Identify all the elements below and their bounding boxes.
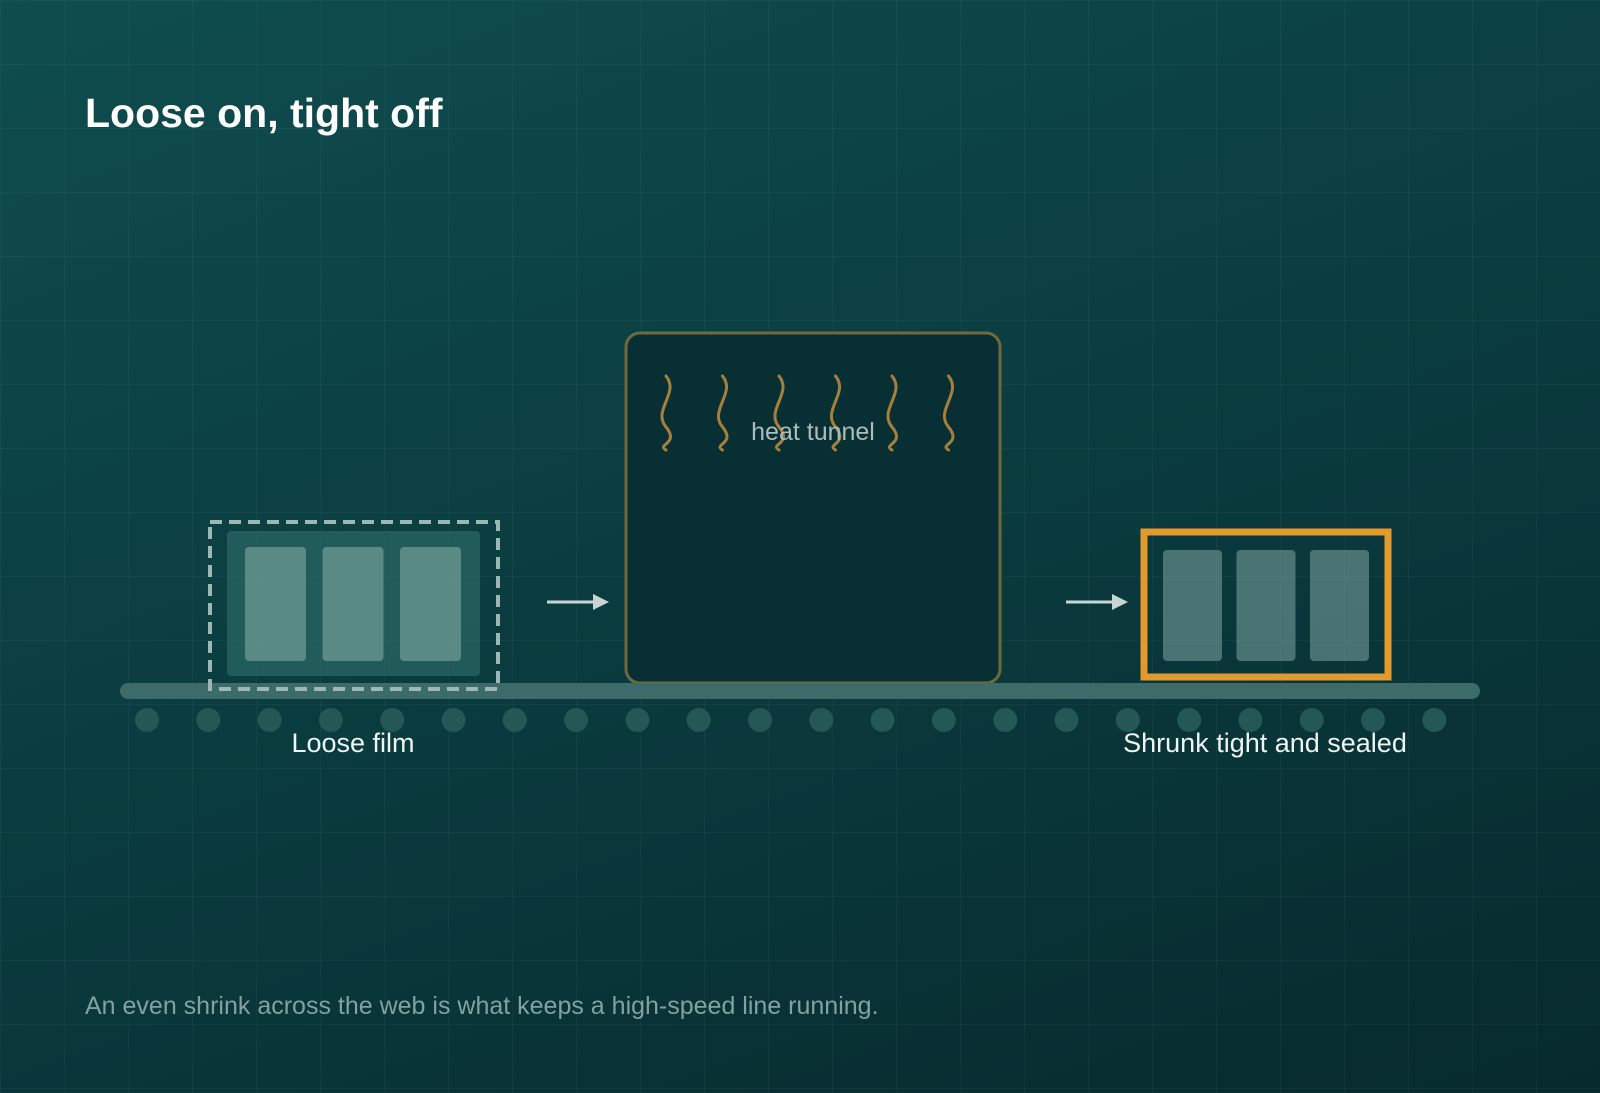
heat-waves <box>660 374 955 452</box>
arrow-to-tunnel <box>547 594 609 610</box>
sealed-product-item <box>1310 550 1369 661</box>
page-title: Loose on, tight off <box>85 90 443 136</box>
heat-wave-icon <box>942 374 955 452</box>
heat-tunnel-body <box>624 331 1002 685</box>
loose-pack-items <box>245 547 461 661</box>
shrunk-film-wrap <box>1140 528 1392 681</box>
heat-tunnel: heat tunnel <box>624 331 1002 685</box>
conveyor-roller <box>870 708 895 732</box>
conveyor-roller <box>1299 708 1324 732</box>
conveyor-roller <box>993 708 1018 732</box>
conveyor-roller <box>196 708 221 732</box>
conveyor-roller <box>1361 708 1385 732</box>
conveyor-roller <box>1177 708 1202 732</box>
arrow-to-sealed <box>1066 594 1128 610</box>
loose-film-pack <box>208 520 500 691</box>
conveyor-roller <box>318 708 343 732</box>
conveyor-roller <box>135 708 159 732</box>
conveyor-roller <box>1115 708 1140 732</box>
heat-wave-icon <box>773 374 785 452</box>
heat-tunnel-label: heat tunnel <box>751 418 875 446</box>
conveyor-roller <box>380 708 405 732</box>
heat-wave-icon <box>829 374 842 452</box>
heat-wave-icon <box>660 374 672 452</box>
conveyor-roller <box>686 708 711 732</box>
loose-film-label: Loose film <box>291 728 415 758</box>
conveyor-roller <box>809 708 834 732</box>
conveyor-roller <box>1054 708 1079 732</box>
conveyor-roller <box>1238 708 1263 732</box>
sealed-pack-items <box>1163 550 1369 661</box>
conveyor-roller <box>931 708 956 732</box>
sealed-label: Shrunk tight and sealed <box>1123 728 1407 758</box>
sealed-product-item <box>1236 550 1296 661</box>
conveyor-belt <box>120 683 1480 699</box>
sealed-pack <box>1140 528 1392 681</box>
loose-product-item <box>400 547 461 661</box>
caption: An even shrink across the web is what ke… <box>85 992 879 1020</box>
conveyor-roller <box>748 708 772 732</box>
conveyor-roller <box>441 708 466 732</box>
loose-product-item <box>322 547 384 661</box>
conveyor-roller <box>502 708 527 732</box>
conveyor-roller <box>257 708 282 732</box>
conveyor-roller <box>625 708 650 732</box>
loose-film-wrap <box>208 520 500 691</box>
conveyor-rollers <box>135 708 1447 732</box>
loose-product-item <box>245 547 306 661</box>
heat-wave-icon <box>886 374 898 452</box>
conveyor <box>120 683 1480 732</box>
conveyor-roller <box>1422 708 1447 732</box>
heat-wave-icon <box>716 374 729 452</box>
conveyor-roller <box>564 708 589 732</box>
sealed-product-item <box>1163 550 1222 661</box>
